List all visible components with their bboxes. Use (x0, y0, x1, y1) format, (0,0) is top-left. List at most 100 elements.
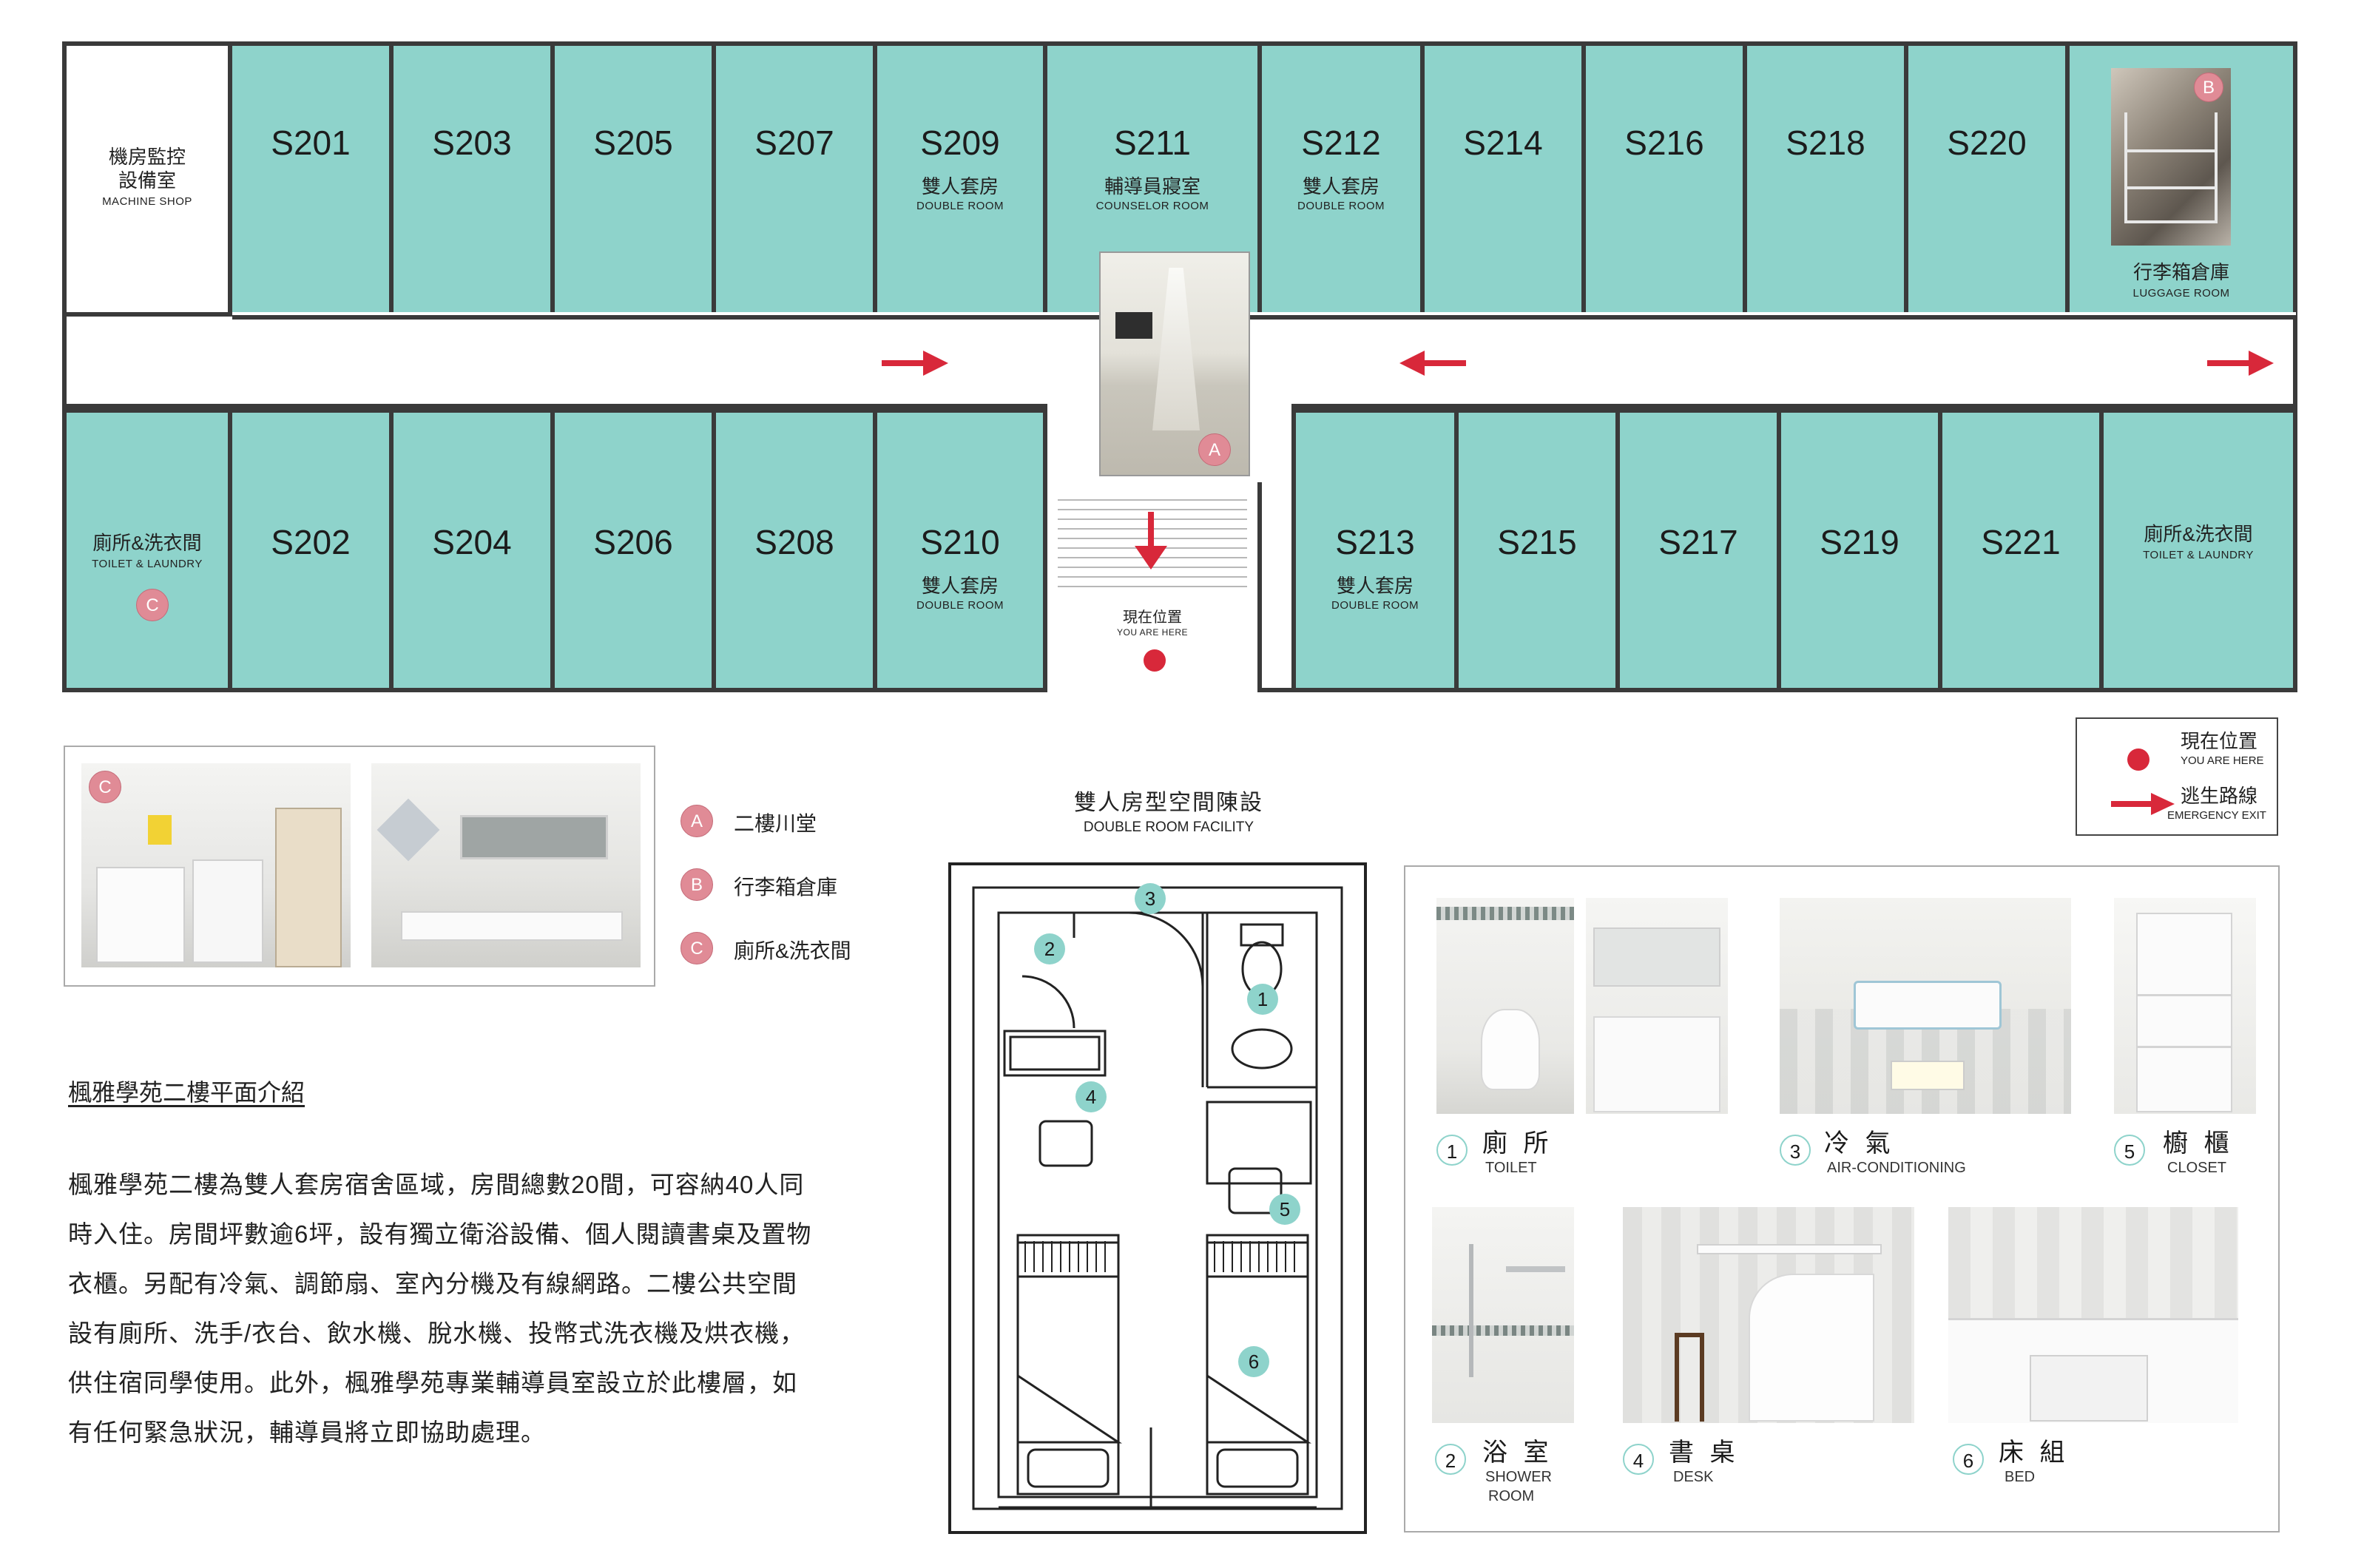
room-s212: S212 雙人套房 DOUBLE ROOM (1257, 41, 1425, 317)
map-legend: 現在位置 YOU ARE HERE 逃生路線 EMERGENCY EXIT (2076, 717, 2278, 836)
room-s206: S206 (550, 408, 716, 692)
machine-shop-zh1: 機房監控 (108, 146, 186, 168)
room-number: S211 (1113, 124, 1192, 162)
room-s205: S205 (550, 41, 716, 317)
facility-en: CLOSET (2167, 1160, 2227, 1176)
facility-en: DESK (1673, 1469, 1714, 1485)
room-type-zh: 雙人套房 (1336, 575, 1414, 597)
room-type-zh: 雙人套房 (921, 175, 999, 197)
photo-legend-item: A 二樓川堂 (681, 805, 902, 837)
plan-number-3: 3 (1135, 883, 1166, 914)
photo-legend: A 二樓川堂 B 行李箱倉庫 C 廁所&洗衣間 (681, 805, 902, 982)
room-type-zh: 雙人套房 (1302, 175, 1379, 197)
room-type-en: DOUBLE ROOM (916, 599, 1004, 612)
exit-arrow-icon (882, 351, 948, 376)
marker-c-legend: C (681, 932, 713, 964)
exit-arrow-icon (2207, 351, 2274, 376)
room-number: S220 (1947, 124, 2027, 162)
corridor-wall-bottom (62, 404, 1047, 410)
plan-number-4: 4 (1075, 1081, 1107, 1112)
room-s217: S217 (1615, 408, 1781, 692)
bed-photo (1948, 1207, 2238, 1423)
intro-line: 有任何緊急狀況，輔導員將立即協助處理。 (68, 1419, 546, 1446)
room-type-zh: 輔導員寢室 (1104, 175, 1200, 197)
luggage-room: B 行李箱倉庫 LUGGAGE ROOM (2065, 41, 2297, 317)
room-s210: S210 雙人套房 DOUBLE ROOM (873, 408, 1047, 692)
room-s202: S202 (228, 408, 394, 692)
intro-line: 衣櫃。另配有冷氣、調節扇、室內分機及有線網路。二樓公共空間 (68, 1270, 797, 1297)
room-number: S216 (1624, 124, 1704, 162)
sink-photo (1586, 898, 1728, 1114)
stairwell: 現在位置 YOU ARE HERE (1043, 482, 1262, 692)
room-number: S221 (1981, 523, 2061, 561)
plan-number-1: 1 (1247, 984, 1278, 1015)
facility-number: 3 (1780, 1135, 1811, 1166)
room-s204: S204 (389, 408, 555, 692)
luggage-en: LUGGAGE ROOM (2132, 287, 2230, 300)
toilet-laundry-left: 廁所&洗衣間 TOILET & LAUNDRY C (62, 408, 232, 692)
marker-c: C (136, 589, 169, 621)
machine-shop-en: MACHINE SHOP (102, 195, 192, 208)
marker-a-legend: A (681, 805, 713, 837)
facility-zh: 書 桌 (1669, 1439, 1740, 1467)
room-number: S210 (920, 523, 1000, 561)
double-room-plan-drawing (972, 886, 1343, 1510)
corridor-wall-top (232, 312, 2296, 320)
room-number: S203 (432, 124, 512, 162)
toilet-right-en: TOILET & LAUNDRY (2143, 549, 2254, 561)
legend-here-dot (2127, 748, 2149, 771)
facility-number: 6 (1953, 1444, 1984, 1475)
room-number: S213 (1335, 523, 1415, 561)
room-s201: S201 (228, 41, 394, 317)
facility-panel: 1 廁 所 TOILET 3 冷 氣 AIR-CONDITIONING 5 櫥 … (1404, 865, 2280, 1532)
double-room-plan: 3 2 1 4 5 6 (948, 862, 1367, 1534)
corridor-wall-bottom-right (1291, 404, 2297, 410)
room-type-en: COUNSELOR ROOM (1095, 200, 1209, 212)
you-are-here-en: YOU ARE HERE (1116, 627, 1189, 638)
room-number: S202 (271, 523, 351, 561)
room-number: S207 (754, 124, 834, 162)
room-s221: S221 (1938, 408, 2104, 692)
machine-shop-wall (62, 312, 180, 317)
luggage-photo: B (2111, 68, 2231, 246)
room-s218: S218 (1743, 41, 1908, 317)
room-number: S204 (432, 523, 512, 561)
room-number: S217 (1658, 523, 1738, 561)
toilet-left-en: TOILET & LAUNDRY (92, 558, 203, 570)
room-s208: S208 (712, 408, 877, 692)
room-number: S218 (1786, 124, 1865, 162)
plan-number-6: 6 (1238, 1346, 1269, 1377)
room-s203: S203 (389, 41, 555, 317)
facility-zh: 冷 氣 (1824, 1129, 1895, 1158)
legend-exit-zh: 逃生路線 (2181, 785, 2258, 807)
room-type-en: DOUBLE ROOM (1331, 599, 1419, 612)
double-room-title-en: DOUBLE ROOM FACILITY (1083, 820, 1254, 835)
facility-number: 4 (1623, 1444, 1654, 1475)
facility-zh: 浴 室 (1482, 1439, 1553, 1467)
marker-c-photo: C (89, 771, 121, 803)
intro-line: 設有廁所、洗手/衣台、飲水機、脫水機、投幣式洗衣機及烘衣機， (68, 1319, 806, 1347)
room-s214: S214 (1420, 41, 1586, 317)
facility-en: BED (2005, 1469, 2036, 1485)
facility-en-line2: ROOM (1488, 1488, 1535, 1504)
room-s213: S213 雙人套房 DOUBLE ROOM (1291, 408, 1459, 692)
toilet-left-zh: 廁所&洗衣間 (92, 532, 202, 554)
marker-b-legend: B (681, 868, 713, 901)
photo-legend-label: 二樓川堂 (734, 812, 817, 835)
room-s220: S220 (1904, 41, 2070, 317)
photo-legend-label: 廁所&洗衣間 (734, 939, 851, 962)
shower-photo (1432, 1207, 1574, 1423)
facility-number: 1 (1436, 1135, 1468, 1166)
facility-number: 5 (2114, 1135, 2145, 1166)
room-number: S206 (593, 523, 673, 561)
you-are-here-dot (1144, 649, 1166, 672)
room-s215: S215 (1454, 408, 1620, 692)
intro-body: 楓雅學苑二樓為雙人套房宿舍區域，房間總數20間，可容納40人同 時入住。房間坪數… (68, 1160, 904, 1457)
room-number: S205 (593, 124, 673, 162)
facility-en: SHOWER (1485, 1469, 1552, 1485)
legend-exit-arrow-icon (2111, 793, 2175, 815)
facility-number: 2 (1435, 1444, 1466, 1475)
legend-here-zh: 現在位置 (2181, 730, 2258, 752)
facility-zh: 櫥 櫃 (2163, 1129, 2234, 1158)
room-number: S212 (1301, 124, 1381, 162)
